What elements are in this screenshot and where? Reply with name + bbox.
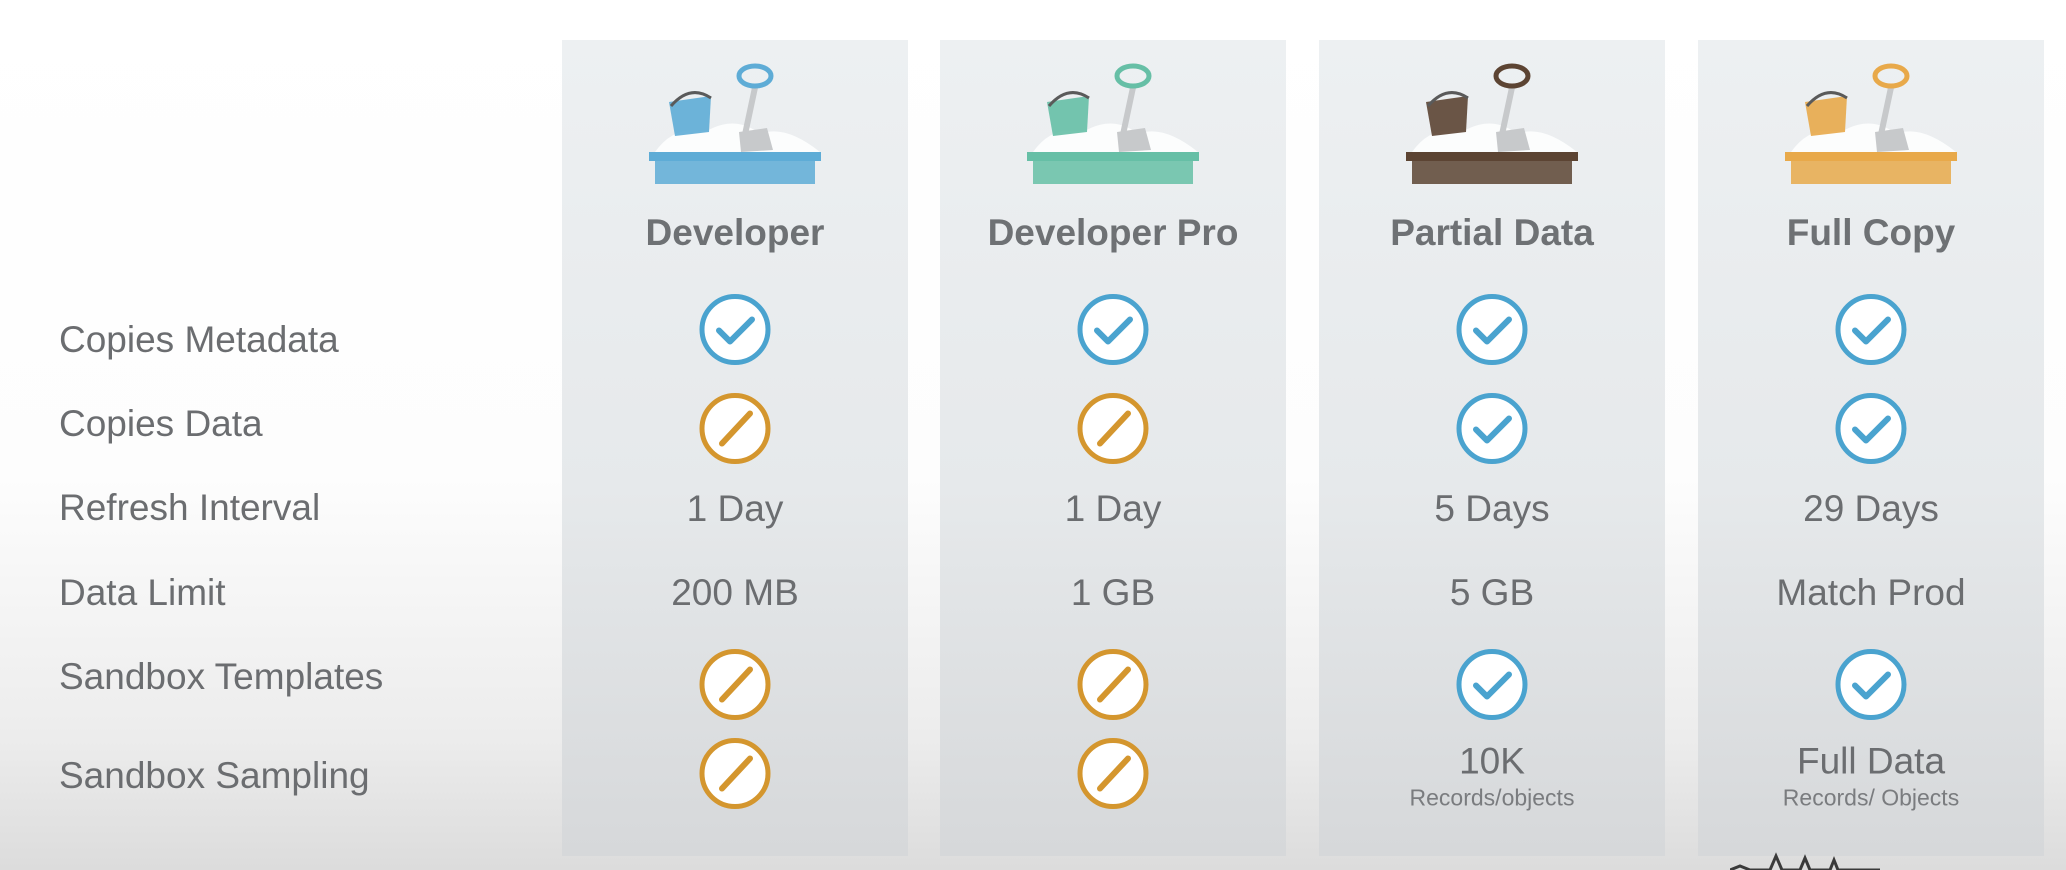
- cell-refresh-interval: 1 Day: [940, 488, 1286, 530]
- cell-copies-metadata: [1698, 292, 2044, 373]
- cell-value: Full Data: [1796, 740, 1946, 782]
- check-circle-icon: [1454, 391, 1530, 467]
- cell-refresh-interval: 5 Days: [1319, 488, 1665, 530]
- column-title: Full Copy: [1786, 212, 1956, 253]
- row-label-copies-data: Copies Data: [59, 403, 263, 444]
- cell-sandbox-templates: [1698, 647, 2044, 728]
- cell-value: 5 Days: [1434, 488, 1550, 529]
- check-circle-icon: [1075, 292, 1151, 368]
- cell-value: 29 Days: [1803, 488, 1939, 529]
- column-developer-pro: Developer Pro 1 Day 1 GB: [940, 40, 1286, 856]
- row-label-sandbox-sampling: Sandbox Sampling: [59, 755, 370, 796]
- row-label-copies-metadata: Copies Metadata: [59, 319, 339, 360]
- check-circle-icon: [1833, 391, 1909, 467]
- column-title: Developer: [645, 212, 825, 253]
- check-circle-icon: [1454, 647, 1530, 723]
- sandbox-teal-icon: [1013, 54, 1213, 189]
- no-symbol-icon: [697, 736, 773, 812]
- cell-sandbox-sampling: [562, 736, 908, 817]
- cell-data-limit: 1 GB: [940, 572, 1286, 614]
- cell-copies-metadata: [940, 292, 1286, 373]
- cell-refresh-interval: 1 Day: [562, 488, 908, 530]
- spikes-decoration-icon: [1730, 852, 1880, 870]
- cell-copies-data: [562, 391, 908, 472]
- column-title: Developer Pro: [987, 212, 1239, 253]
- cell-sandbox-templates: [1319, 647, 1665, 728]
- cell-sandbox-sampling: [940, 736, 1286, 817]
- cell-data-limit: Match Prod: [1698, 572, 2044, 614]
- no-symbol-icon: [697, 391, 773, 467]
- cell-value: 200 MB: [671, 572, 799, 613]
- check-circle-icon: [1833, 647, 1909, 723]
- cell-copies-data: [1698, 391, 2044, 472]
- row-label-sandbox-templates: Sandbox Templates: [59, 656, 384, 697]
- cell-subtext: Records/ Objects: [1782, 784, 1960, 811]
- no-symbol-icon: [697, 647, 773, 723]
- sandbox-orange-icon: [1771, 54, 1971, 189]
- cell-copies-metadata: [562, 292, 908, 373]
- column-developer: Developer 1 Day 200 MB: [562, 40, 908, 856]
- cell-copies-metadata: [1319, 292, 1665, 373]
- row-label-refresh-interval: Refresh Interval: [59, 487, 321, 528]
- cell-refresh-interval: 29 Days: [1698, 488, 2044, 530]
- cell-value: 1 Day: [686, 488, 784, 529]
- cell-data-limit: 200 MB: [562, 572, 908, 614]
- no-symbol-icon: [1075, 736, 1151, 812]
- cell-value: 10K: [1459, 740, 1525, 782]
- cell-sandbox-templates: [562, 647, 908, 728]
- sandbox-blue-icon: [635, 54, 835, 189]
- cell-data-limit: 5 GB: [1319, 572, 1665, 614]
- row-label-data-limit: Data Limit: [59, 572, 226, 613]
- no-symbol-icon: [1075, 647, 1151, 723]
- cell-value: 1 GB: [1070, 572, 1156, 613]
- check-circle-icon: [697, 292, 773, 368]
- cell-subtext: Records/objects: [1409, 784, 1575, 811]
- no-symbol-icon: [1075, 391, 1151, 467]
- check-circle-icon: [1454, 292, 1530, 368]
- sandbox-brown-icon: [1392, 54, 1592, 189]
- check-circle-icon: [1833, 292, 1909, 368]
- cell-copies-data: [940, 391, 1286, 472]
- cell-value: 1 Day: [1064, 488, 1162, 529]
- cell-sandbox-templates: [940, 647, 1286, 728]
- cell-value: 5 GB: [1449, 572, 1535, 613]
- column-title: Partial Data: [1390, 212, 1594, 253]
- row-labels: Copies Metadata Copies Data Refresh Inte…: [59, 0, 539, 870]
- cell-copies-data: [1319, 391, 1665, 472]
- cell-value: Match Prod: [1776, 572, 1966, 613]
